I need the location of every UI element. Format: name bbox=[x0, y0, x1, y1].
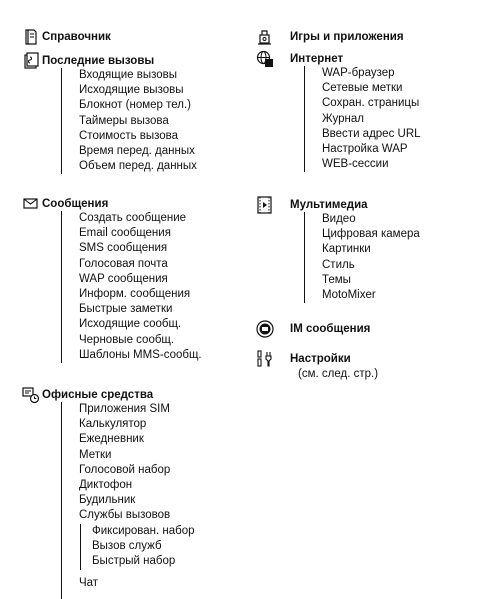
list-item[interactable]: Калькулятор bbox=[79, 418, 147, 431]
menu-section-recent-calls[interactable]: Последние вызовы Входящие вызовы Исходящ… bbox=[22, 52, 242, 184]
list-item[interactable]: Создать сообщение bbox=[79, 212, 187, 224]
list-item[interactable]: Черновые сообщ. bbox=[79, 333, 175, 346]
section-title-settings: Настройки bbox=[290, 353, 351, 365]
im-icon bbox=[256, 320, 274, 338]
menu-section-internet[interactable]: Интернет WAP-браузер Сетевые метки Сохра… bbox=[256, 50, 478, 182]
list-item[interactable]: Чат bbox=[79, 576, 99, 589]
list-item[interactable]: Будильник bbox=[79, 494, 136, 507]
list-item[interactable]: Стоимость вызова bbox=[79, 129, 179, 142]
internet-list: WAP-браузер Сетевые метки Сохран. страни… bbox=[304, 66, 421, 173]
menu-section-settings[interactable]: Настройки (см. след. стр.) bbox=[256, 350, 456, 386]
list-item[interactable]: WAP-браузер bbox=[322, 67, 395, 79]
list-item[interactable]: Журнал bbox=[322, 112, 364, 125]
list-item[interactable]: Таймеры вызова bbox=[79, 114, 169, 127]
list-item[interactable]: Фиксирован. набор bbox=[92, 524, 195, 537]
list-item[interactable]: Исходящие сообщ. bbox=[79, 318, 182, 331]
list-item[interactable]: Стиль bbox=[322, 258, 355, 271]
internet-globe-icon bbox=[256, 50, 274, 68]
list-item[interactable]: Блокнот (номер тел.) bbox=[79, 99, 191, 112]
games-icon bbox=[256, 28, 274, 46]
list-item[interactable]: Исходящие вызовы bbox=[79, 84, 184, 97]
section-title-im: IM сообщения bbox=[290, 323, 371, 335]
list-item[interactable]: Видео bbox=[322, 213, 356, 225]
section-title-messages: Сообщения bbox=[42, 198, 109, 210]
list-item[interactable]: Шаблоны MMS-сообщ. bbox=[79, 348, 202, 361]
list-item[interactable]: Темы bbox=[322, 273, 351, 286]
office-tools-icon bbox=[22, 386, 40, 404]
list-item[interactable]: Голосовой набор bbox=[79, 463, 171, 476]
recent-calls-icon bbox=[22, 52, 40, 70]
list-item[interactable]: WAP сообщения bbox=[79, 272, 168, 285]
list-item[interactable]: Сохран. страницы bbox=[322, 97, 420, 110]
list-item[interactable]: Вызов служб bbox=[92, 539, 162, 552]
multimedia-list: Видео Цифровая камера Картинки Стиль Тем… bbox=[304, 212, 420, 304]
list-item[interactable]: MotoMixer bbox=[322, 289, 376, 302]
section-title-reference: Справочник bbox=[42, 31, 111, 43]
phonebook-icon bbox=[22, 28, 40, 46]
section-title-games: Игры и приложения bbox=[290, 31, 404, 43]
section-title-recent-calls: Последние вызовы bbox=[42, 55, 155, 67]
settings-icon bbox=[256, 350, 274, 368]
menu-section-messages[interactable]: Сообщения Создать сообщение Email сообще… bbox=[22, 197, 242, 367]
office-tools-list: Приложения SIM Калькулятор Ежедневник Ме… bbox=[61, 402, 195, 599]
settings-subtitle: (см. след. стр.) bbox=[298, 368, 379, 380]
list-item[interactable]: Быстрый набор bbox=[92, 555, 176, 568]
list-item[interactable]: Метки bbox=[79, 448, 112, 461]
list-item[interactable]: Сетевые метки bbox=[322, 82, 403, 95]
list-item[interactable]: Голосовая почта bbox=[79, 257, 168, 270]
list-item[interactable]: SMS сообщения bbox=[79, 242, 168, 255]
list-item[interactable]: Быстрые заметки bbox=[79, 303, 173, 316]
section-title-office-tools: Офисные средства bbox=[42, 389, 154, 401]
list-item[interactable]: Приложения SIM bbox=[79, 403, 170, 415]
section-title-internet: Интернет bbox=[290, 53, 344, 65]
call-services-list: Фиксирован. набор Вызов служб Быстрый на… bbox=[80, 523, 195, 570]
multimedia-film-icon bbox=[256, 196, 274, 214]
list-item[interactable]: Ежедневник bbox=[79, 433, 144, 446]
list-item[interactable]: Входящие вызовы bbox=[79, 69, 178, 81]
list-item[interactable]: Настройка WAP bbox=[322, 143, 408, 156]
envelope-icon bbox=[22, 195, 40, 213]
list-item[interactable]: Время перед. данных bbox=[79, 145, 195, 158]
list-item[interactable]: Ввести адрес URL bbox=[322, 127, 421, 140]
section-title-multimedia: Мультимедиа bbox=[290, 199, 368, 211]
menu-section-multimedia[interactable]: Мультимедиа Видео Цифровая камера Картин… bbox=[256, 196, 478, 313]
list-item[interactable]: Диктофон bbox=[79, 479, 133, 492]
messages-list: Создать сообщение Email сообщения SMS со… bbox=[61, 211, 202, 364]
list-item[interactable]: Цифровая камера bbox=[322, 228, 420, 241]
list-item[interactable]: WEB-сессии bbox=[322, 158, 389, 171]
list-item[interactable]: Email сообщения bbox=[79, 227, 171, 240]
recent-calls-list: Входящие вызовы Исходящие вызовы Блокнот… bbox=[61, 68, 197, 175]
list-item[interactable]: Службы вызовов bbox=[79, 509, 171, 522]
list-item[interactable]: Информ. сообщения bbox=[79, 288, 191, 301]
list-item[interactable]: Картинки bbox=[322, 243, 371, 256]
list-item[interactable]: Объем перед. данных bbox=[79, 160, 197, 173]
menu-section-office-tools[interactable]: Офисные средства Приложения SIM Калькуля… bbox=[22, 386, 247, 599]
